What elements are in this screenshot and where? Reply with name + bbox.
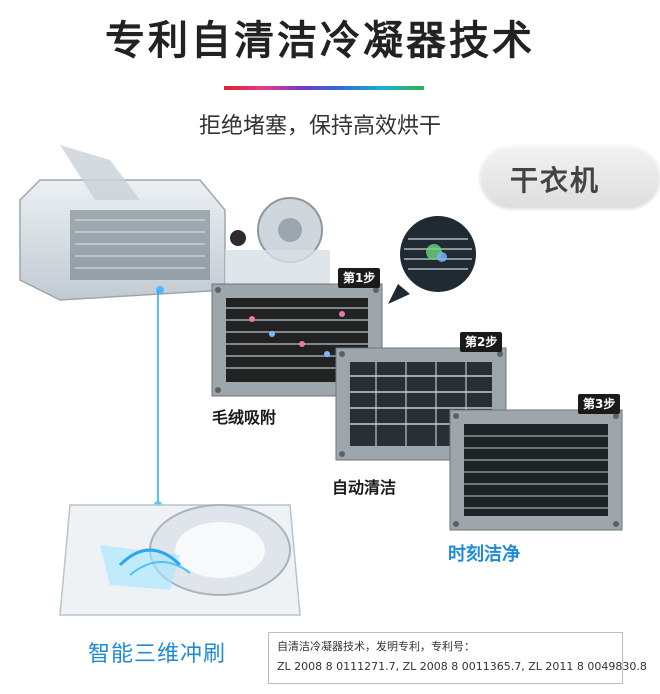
patent-line-2: ZL 2008 8 0111271.7, ZL 2008 8 0011365.7… [277,660,647,673]
patent-line-1: 自清洁冷凝器技术，发明专利，专利号： [277,640,475,653]
step-tag-2: 第2步 [460,332,503,352]
lint-zoom-icon [388,216,476,304]
condenser-machine-illustration [19,145,330,301]
step-caption-3: 时刻洁净 [448,544,520,565]
step-caption-2: 自动清洁 [332,478,397,497]
rainbow-divider [224,86,424,90]
step-tag-3: 第3步 [578,394,621,414]
page-title: 专利自清洁冷凝器技术 [105,18,535,64]
condenser-panel-step-3 [449,409,623,531]
dryer-badge: 干衣机 [480,146,660,208]
three-d-flush-label: 智能三维冲刷 [88,642,227,667]
page-subtitle: 拒绝堵塞，保持高效烘干 [198,114,441,139]
dryer-badge-label: 干衣机 [510,164,601,197]
drum-illustration [59,504,301,616]
step-caption-1: 毛绒吸附 [212,408,277,427]
patent-box: 自清洁冷凝器技术，发明专利，专利号： ZL 2008 8 0111271.7, … [268,632,647,684]
step-tag-1: 第1步 [338,268,381,288]
